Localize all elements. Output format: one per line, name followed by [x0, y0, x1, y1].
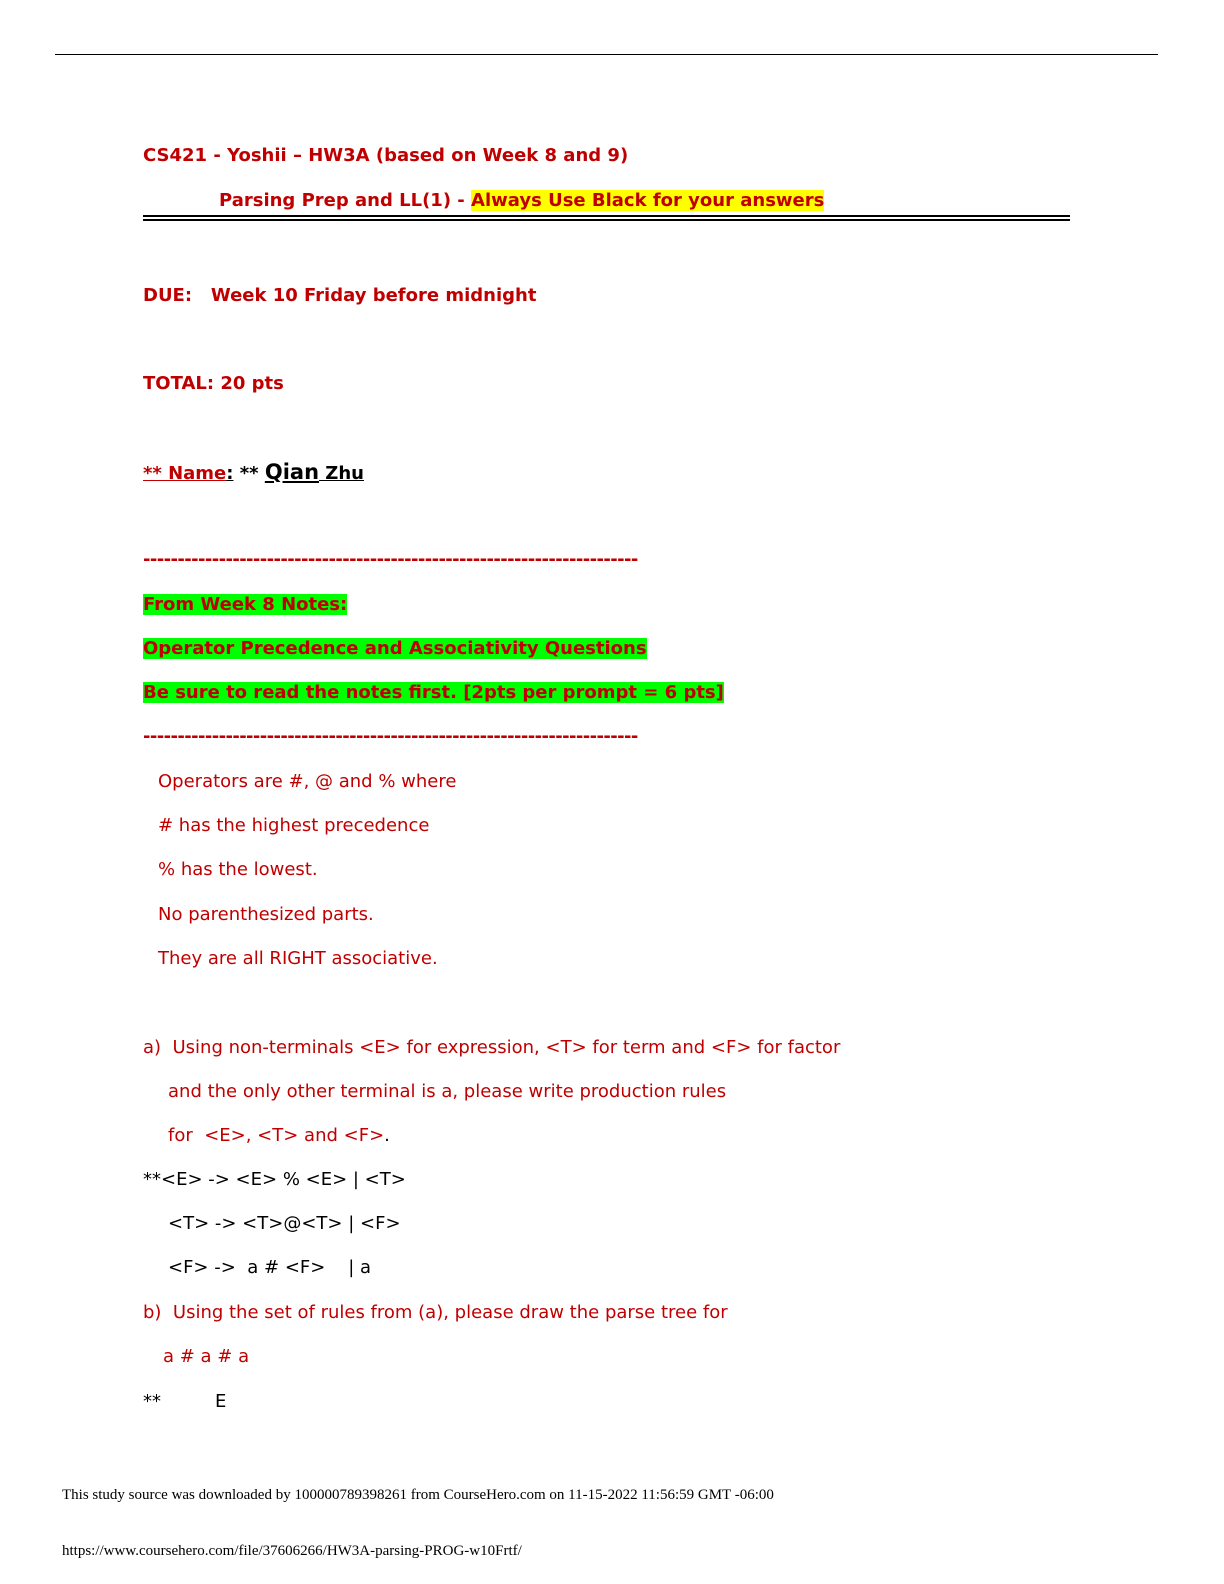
parse-tree-root-node: E	[215, 1391, 227, 1412]
name-colon: :	[226, 463, 234, 484]
notes-heading-3: Be sure to read the notes first. [2pts p…	[143, 681, 724, 705]
answer-a-rule-t: <T> -> <T>@<T> | <F>	[168, 1213, 401, 1234]
operator-line-3: % has the lowest.	[158, 859, 318, 880]
answer-a-rule-f: <F> -> a # <F> | a	[168, 1257, 372, 1278]
answer-a-rule-e: **<E> -> <E> % <E> | <T>	[143, 1169, 406, 1190]
notes-heading-2-text: Operator Precedence and Associativity Qu…	[143, 638, 647, 659]
document-title: CS421 - Yoshii – HW3A (based on Week 8 a…	[143, 145, 629, 166]
subtitle-text: Parsing Prep and LL(1) -	[219, 190, 472, 211]
notes-heading-3-text: Be sure to read the notes first. [2pts p…	[143, 682, 724, 703]
operator-line-2: # has the highest precedence	[158, 815, 430, 836]
page-top-rule	[55, 54, 1158, 55]
title-double-rule	[143, 215, 1070, 221]
divider-top: ----------------------------------------…	[143, 549, 638, 570]
name-last: Zhu	[319, 463, 364, 484]
name-line: ** Name: ** Qian Zhu	[143, 460, 364, 486]
subtitle-highlight: Always Use Black for your answers	[471, 190, 825, 211]
question-a-line-3-text: for <E>, <T> and <F>	[168, 1125, 385, 1146]
operator-line-4: No parenthesized parts.	[158, 904, 374, 925]
question-a-line-1: a) Using non-terminals <E> for expressio…	[143, 1037, 841, 1058]
notes-heading-1: From Week 8 Notes:	[143, 593, 348, 617]
question-a-line-2: and the only other terminal is a, please…	[168, 1081, 727, 1102]
notes-heading-1-text: From Week 8 Notes:	[143, 594, 348, 615]
notes-heading-2: Operator Precedence and Associativity Qu…	[143, 637, 647, 661]
question-a-line-3-period: .	[384, 1125, 390, 1146]
document-subtitle: Parsing Prep and LL(1) - Always Use Blac…	[219, 189, 825, 213]
name-stars: **	[233, 463, 265, 484]
name-label: ** Name	[143, 463, 227, 484]
footer-source-note: This study source was downloaded by 1000…	[62, 1487, 774, 1503]
due-line: DUE: Week 10 Friday before midnight	[143, 285, 537, 306]
answer-b-stars: **	[143, 1391, 161, 1412]
name-first: Qian	[264, 460, 320, 484]
question-b-line-2: a # a # a	[163, 1346, 250, 1367]
footer-url[interactable]: https://www.coursehero.com/file/37606266…	[62, 1543, 522, 1559]
divider-bottom: ----------------------------------------…	[143, 726, 638, 747]
total-line: TOTAL: 20 pts	[143, 373, 284, 394]
operator-line-1: Operators are #, @ and % where	[158, 771, 457, 792]
operator-line-5: They are all RIGHT associative.	[158, 948, 438, 969]
question-b-line-1: b) Using the set of rules from (a), plea…	[143, 1302, 728, 1323]
question-a-line-3: for <E>, <T> and <F>.	[168, 1124, 390, 1148]
